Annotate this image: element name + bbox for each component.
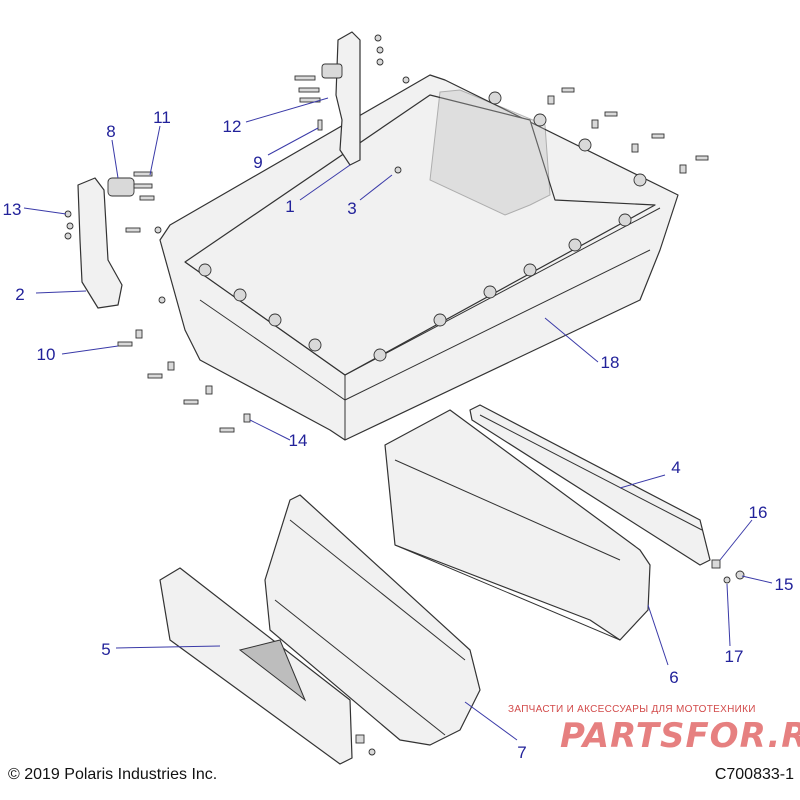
callout-17: 17	[725, 647, 744, 666]
watermark-tagline: ЗАПЧАСТИ И АКСЕССУАРЫ ДЛЯ МОТОТЕХНИКИ	[508, 704, 756, 715]
callouts: 1 2 3 4 5 6 7 8 9 10 11 12 13 14 15 16 1…	[3, 108, 794, 762]
fasteners	[64, 34, 745, 756]
callout-9: 9	[253, 153, 262, 172]
callout-8: 8	[106, 122, 115, 141]
cargo-box-tub	[159, 74, 679, 441]
tailgate-inner-panel	[264, 494, 481, 746]
callout-12: 12	[223, 117, 242, 136]
callout-1: 1	[285, 197, 294, 216]
callout-5: 5	[101, 640, 110, 659]
callout-15: 15	[775, 575, 794, 594]
callout-16: 16	[749, 503, 768, 522]
callout-2: 2	[15, 285, 24, 304]
callout-3: 3	[347, 199, 356, 218]
callout-13: 13	[3, 200, 22, 219]
leader-lines	[23, 97, 773, 741]
callout-4: 4	[671, 458, 680, 477]
tailgate-frame	[384, 409, 651, 641]
callout-10: 10	[37, 345, 56, 364]
bracket-left	[77, 177, 135, 309]
figure-id: C700833-1	[714, 766, 794, 783]
callout-14: 14	[289, 431, 308, 450]
callout-18: 18	[601, 353, 620, 372]
tub-rim-holes	[198, 91, 647, 362]
side-rail	[469, 404, 711, 566]
watermark-logo: PARTSFOR.RU	[560, 716, 800, 756]
callout-11: 11	[153, 108, 171, 127]
callout-7: 7	[517, 743, 526, 762]
copyright-notice: © 2019 Polaris Industries Inc.	[8, 766, 218, 783]
tailgate-outer-panel	[159, 567, 353, 765]
callout-6: 6	[669, 668, 678, 687]
